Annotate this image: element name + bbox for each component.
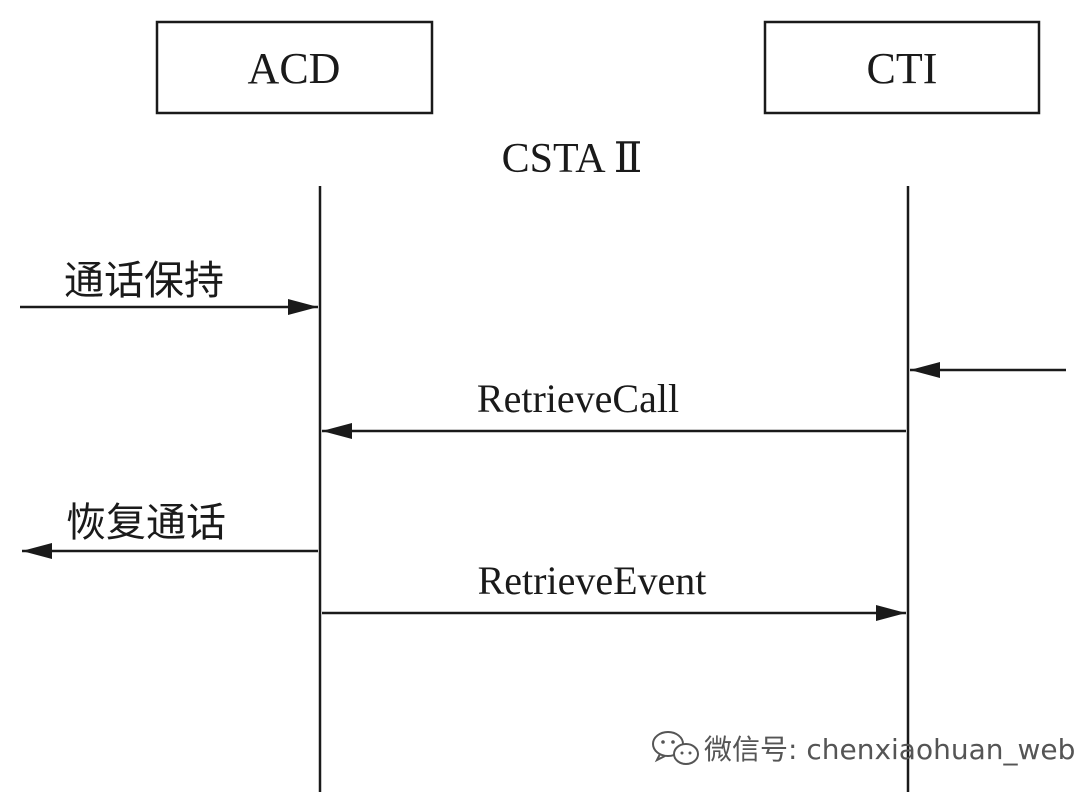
participant-acd: ACD <box>155 20 434 115</box>
message-hold-call-label: 通话保持 <box>64 258 224 304</box>
message-retrieve-event: RetrieveEvent <box>322 558 906 621</box>
message-resume-call: 恢复通话 <box>22 500 318 559</box>
wechat-icon <box>652 731 699 765</box>
participant-cti-box <box>763 20 1041 115</box>
message-retrieve-event-label: RetrieveEvent <box>478 558 707 603</box>
watermark: 微信号: chenxiaohuan_web <box>652 731 1075 766</box>
message-resume-call-label: 恢复通话 <box>66 500 226 546</box>
participant-cti: CTI <box>763 20 1041 115</box>
participant-cti-label: CTI <box>867 44 938 93</box>
message-retrieve-call: RetrieveCall <box>322 376 906 439</box>
watermark-label: 微信号: chenxiaohuan_web <box>704 733 1075 766</box>
participant-acd-box <box>155 20 434 115</box>
message-retrieve-call-label: RetrieveCall <box>477 376 679 421</box>
participant-acd-label: ACD <box>248 44 341 93</box>
protocol-label: CSTA Ⅱ <box>502 136 643 182</box>
message-hold-call: 通话保持 <box>20 258 318 315</box>
